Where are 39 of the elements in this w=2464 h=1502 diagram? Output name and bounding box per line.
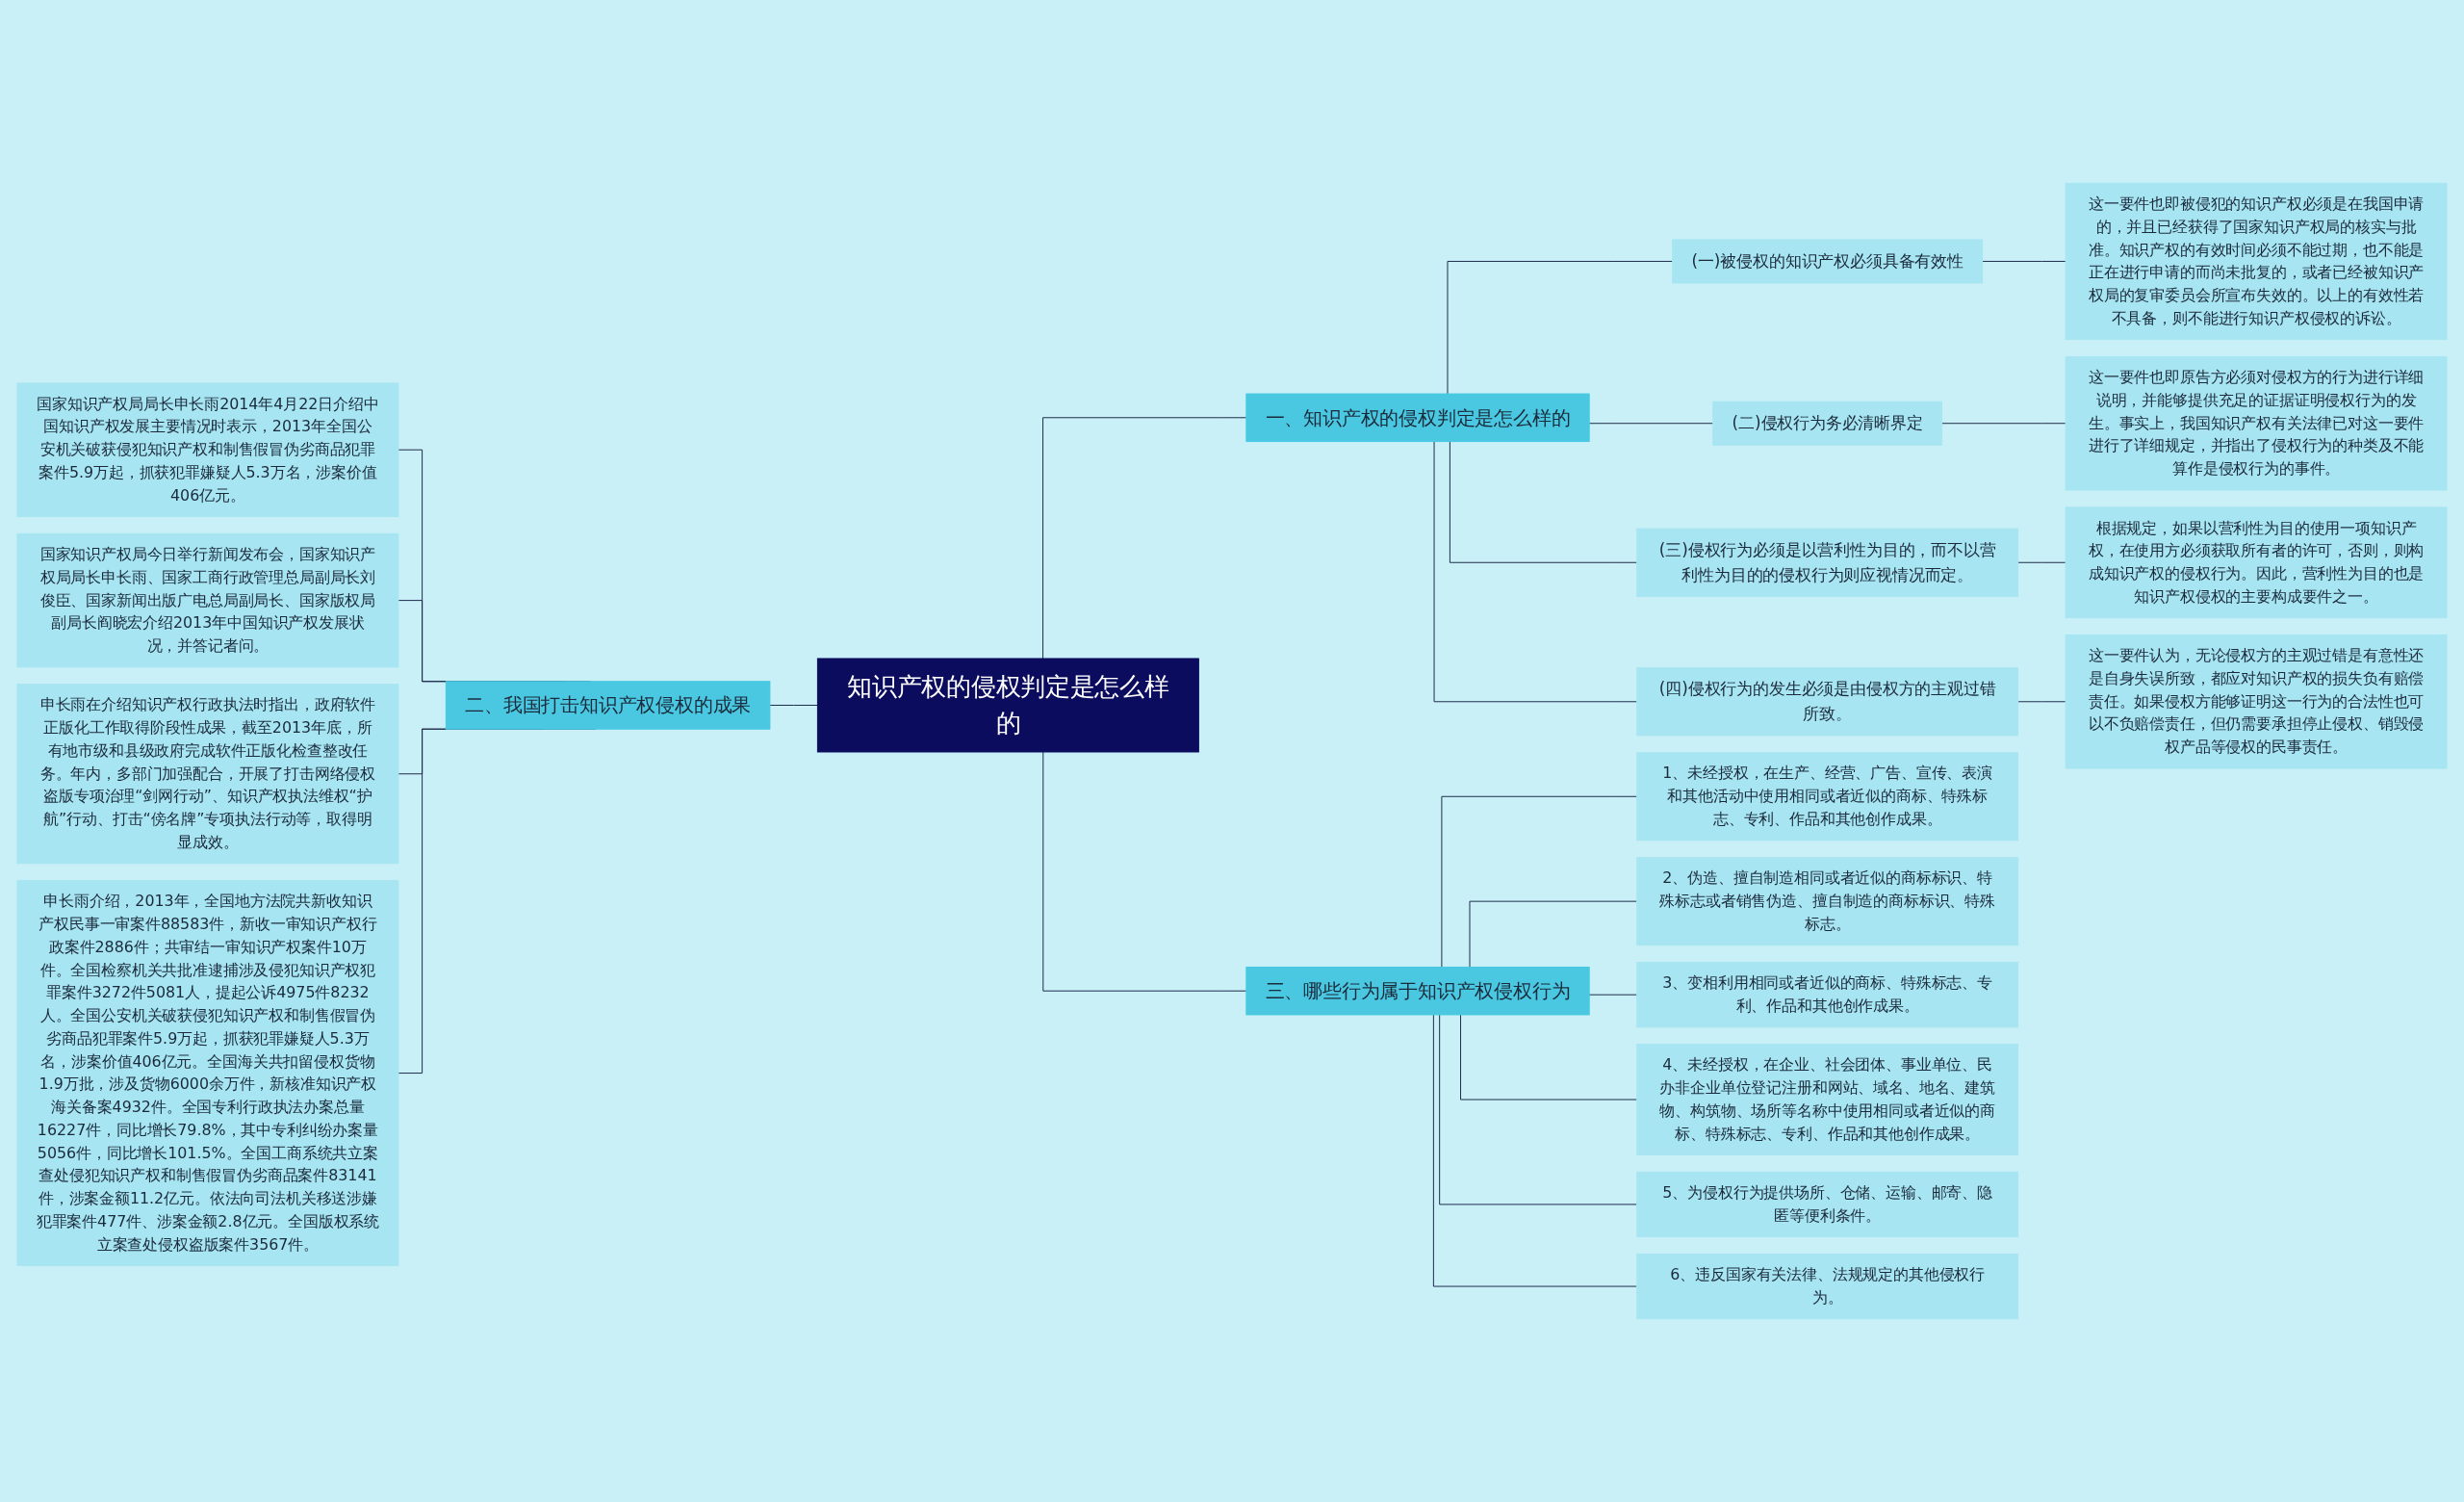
connector <box>2017 561 2066 563</box>
connector <box>1432 1014 1638 1287</box>
node-box: 这一要件也即被侵犯的知识产权必须是在我国申请的，并且已经获得了国家知识产权局的核实与批准。知识产权的有效时间必须不能过期，也不能是正在进行申请的而尚未批复的，或者已经被知识产权局的复审委员会所宣布失效的。以上的有效性若不具备，则不能进行知识产权侵权的诉讼。 <box>2065 182 2448 341</box>
node-box: 二、我国打击知识产权侵权的成果 <box>445 681 771 730</box>
connector <box>1588 422 1714 425</box>
connector <box>1469 900 1638 968</box>
node-box: (四)侵权行为的发生必须是由侵权方的主观过错所致。 <box>1636 667 2019 737</box>
node-box: 申长雨在介绍知识产权行政执法时指出，政府软件正版化工作取得阶段性成果，截至2013年底，所有地市级和县级政府完成软件正版化检查整改任务。年内，多部门加强配合，开展了打击网络侵权盗版专项治理“剑网行动”、知识产权执法维权“护航”行动、打击“傍名牌”专项执法行动等，取得明显成效。 <box>16 684 399 865</box>
node-box: (三)侵权行为必须是以营利性为目的，而不以营利性为目的的侵权行为则应视情况而定。 <box>1636 528 2019 597</box>
connector <box>1449 441 1638 563</box>
node-box: 这一要件认为，无论侵权方的主观过错是有意性还是自身失误所致，都应对知识产权的损失负有赔偿责任。如果侵权方能够证明这一行为的合法性也可以不负赔偿责任，但仍需要承担停止侵权、销毁侵权产品等侵权的民事责任。 <box>2065 634 2448 769</box>
node-box: 5、为侵权行为提供场所、仓储、运输、邮寄、隐匿等便利条件。 <box>1636 1171 2019 1238</box>
node-box: 国家知识产权局今日举行新闻发布会，国家知识产权局局长申长雨、国家工商行政管理总局副局长刘俊臣、国家新闻出版广电总局副局长、国家版权局副局长阎晓宏介绍2013年中国知识产权发展状况，并答记者问。 <box>16 532 399 668</box>
node-box: 知识产权的侵权判定是怎么样的 <box>816 658 1199 753</box>
node-box: 国家知识产权局局长申长雨2014年4月22日介绍中国知识产权发展主要情况时表示，2013年全国公安机关破获侵犯知识产权和制售假冒伪劣商品犯罪案件5.9万起，抓获犯罪嫌疑人5.3万名，涉案价值406亿元。 <box>16 382 399 517</box>
connector <box>1588 994 1638 996</box>
connector <box>1441 795 1638 968</box>
node-box: 4、未经授权，在企业、社会团体、事业单位、民办非企业单位登记注册和网站、域名、地名、建筑物、构筑物、场所等名称中使用相同或者近似的商标、特殊标志、专利、作品和其他创作成果。 <box>1636 1044 2019 1155</box>
connector <box>1982 260 2066 262</box>
node-box: (二)侵权行为务必清晰界定 <box>1712 401 1943 446</box>
node-box: 一、知识产权的侵权判定是怎么样的 <box>1245 393 1590 443</box>
node-box: 根据规定，如果以营利性为目的使用一项知识产权，在使用方必须获取所有者的许可，否则，则构成知识产权的侵权行为。因此，营利性为目的也是知识产权侵权的主要构成要件之一。 <box>2065 506 2448 619</box>
connector <box>1447 260 1674 395</box>
connector <box>1042 417 1247 660</box>
node-box: 3、变相利用相同或者近似的商标、特殊标志、专利、作品和其他创作成果。 <box>1636 962 2019 1028</box>
connector <box>2017 701 2066 703</box>
connector <box>1460 1014 1638 1101</box>
connector <box>1433 441 1638 703</box>
connector <box>1042 751 1247 992</box>
node-box: 三、哪些行为属于知识产权侵权行为 <box>1245 966 1590 1016</box>
node-box: 1、未经授权，在生产、经营、广告、宣传、表演和其他活动中使用相同或者近似的商标、特殊标志、专利、作品和其他创作成果。 <box>1636 752 2019 842</box>
node-box: 这一要件也即原告方必须对侵权方的行为进行详细说明，并能够提供充足的证据证明侵权行为的发生。事实上，我国知识产权有关法律已对这一要件进行了详细规定，并指出了侵权行为的种类及不能算作是侵权行为的事件。 <box>2065 355 2448 491</box>
node-box: 6、违反国家有关法律、法规规定的其他侵权行为。 <box>1636 1253 2019 1320</box>
connector <box>1439 1014 1638 1205</box>
connector <box>1941 423 2066 425</box>
connector <box>769 705 818 706</box>
node-box: 申长雨介绍，2013年，全国地方法院共新收知识产权民事一审案件88583件，新收一审知识产权行政案件2886件；共审结一审知识产权案件10万件。全国检察机关共批准逮捕涉及侵犯知识产权犯罪案件3272件5081人，提起公诉4975件8232人。全国公安机关破获侵犯知识产权和制售假冒伪劣商品犯罪案件5.9万起，抓获犯罪嫌疑人5.3万名，涉案价值406亿元。全国海关共扣留侵权货物1.9万批，涉及货物6000余万件，新核准知识产权海关备案4932件。全国专利行政执法办案总量16227件，同比增长79.8%，其中专利纠纷办案量5056件，同比增长101.5%。全国工商系统共立案查处侵犯知识产权和制售假冒伪劣商品案件83141件，涉案金额11.2亿元。依法向司法机关移送涉嫌犯罪案件477件、涉案金额2.8亿元。全国版权系统立案查处侵权盗版案件3567件。 <box>16 880 399 1267</box>
node-box: (一)被侵权的知识产权必须具备有效性 <box>1672 239 1984 284</box>
node-box: 2、伪造、擅自制造相同或者近似的商标标识、特殊标志或者销售伪造、擅自制造的商标标识、特殊标志。 <box>1636 857 2019 946</box>
